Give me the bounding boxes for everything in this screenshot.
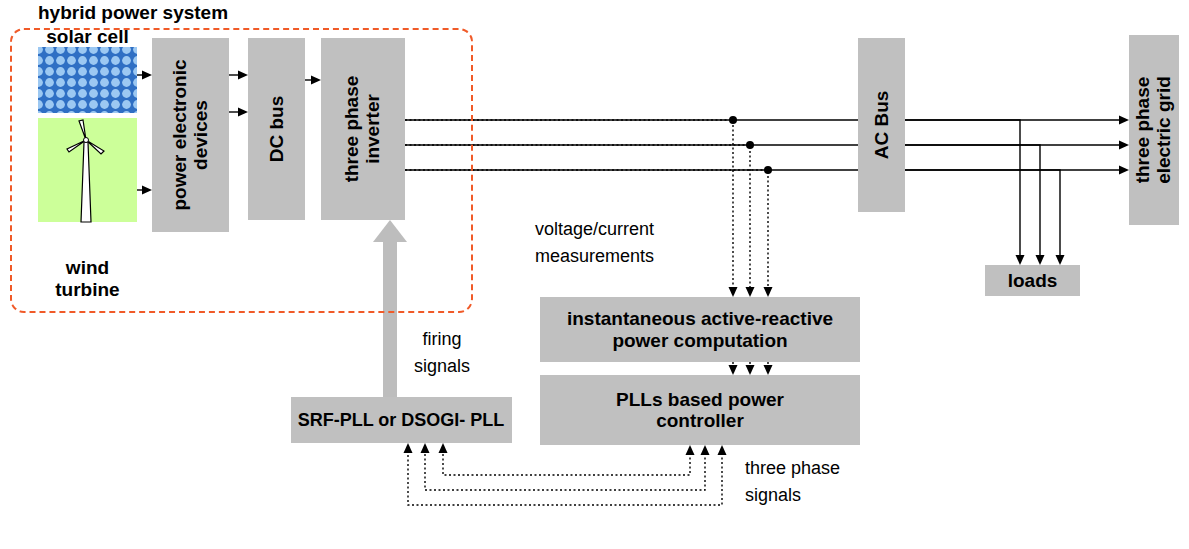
annotation-label: voltage/current measurements [535, 216, 720, 270]
arrow-head [686, 445, 695, 455]
connector [229, 71, 248, 80]
connector [421, 443, 710, 490]
arrow-head [238, 71, 248, 80]
wind-turbine: wind turbine [38, 118, 137, 300]
arrow-head [439, 443, 448, 453]
node-text: AC Bus [871, 44, 892, 206]
connector [373, 220, 407, 397]
connector [405, 170, 773, 297]
arrow-head [1119, 141, 1129, 150]
dc-bus-box: DC bus [248, 38, 305, 220]
grid-box: three phase electric grid [1129, 35, 1179, 225]
solar-panel [38, 47, 137, 113]
arrow-head [1036, 255, 1045, 265]
arrow-head [1056, 255, 1065, 265]
connector [137, 186, 152, 195]
arrow-head [142, 186, 152, 195]
node-text: power electronic devices [170, 44, 212, 226]
node-text: wind turbine [38, 257, 137, 300]
connector-line [405, 170, 768, 289]
connector-line [443, 451, 690, 475]
arrow-head [764, 287, 773, 297]
node-text: hybrid power system [38, 2, 228, 23]
arrow-head [746, 287, 755, 297]
connector [229, 108, 248, 117]
connector [905, 170, 1065, 265]
connector-line [905, 120, 1020, 257]
process-box: instantaneous active-reactive power comp… [540, 297, 860, 362]
connector [905, 145, 1045, 265]
connector [746, 362, 755, 375]
arrow-head [729, 365, 738, 375]
arrow-head [701, 445, 710, 455]
node-text: instantaneous active-reactive power comp… [546, 308, 854, 351]
annotation-label: three phase signals [745, 455, 865, 509]
connector-line [405, 145, 750, 289]
connector-line [425, 451, 705, 490]
group-region: hybrid power systemsolar cellwind turbin… [10, 28, 473, 313]
inverter-box: three phase inverter [321, 38, 405, 220]
ac-bus-box: AC Bus [858, 38, 905, 212]
solar-cell: solar cell [38, 26, 137, 113]
node-text: SRF-PLL or DSOGI- PLL [298, 410, 505, 430]
node-text: three phase electric grid [1133, 41, 1175, 219]
connector-line [383, 240, 397, 397]
arrow-head [1016, 255, 1025, 265]
arrow-head [311, 76, 321, 85]
wind-turbine-picture [38, 118, 137, 222]
connector [405, 120, 738, 297]
connector [729, 362, 738, 375]
connector-line [905, 145, 1040, 257]
converter-box: power electronic devices [152, 38, 229, 232]
connector [405, 145, 755, 297]
connector [439, 443, 695, 475]
connector-line [905, 170, 1060, 257]
connector [305, 76, 321, 85]
connector [905, 120, 1025, 265]
node-text: loads [1008, 270, 1058, 291]
pll-box: SRF-PLL or DSOGI- PLL [291, 397, 512, 443]
arrow-head [142, 71, 152, 80]
arrow-head [718, 445, 727, 455]
connector [404, 443, 727, 505]
arrow-head [1119, 166, 1129, 175]
arrow-head [1119, 116, 1129, 125]
node-text: DC bus [266, 44, 287, 214]
controller-box: PLLs based power controller [540, 375, 860, 445]
node-text: three phase inverter [342, 44, 384, 214]
arrow-head [238, 108, 248, 117]
annotation-label: firing signals [404, 326, 480, 380]
arrow-head [421, 443, 430, 453]
arrow-head [373, 220, 407, 242]
connector [764, 362, 773, 375]
arrow-head [746, 365, 755, 375]
node-text: solar cell [46, 26, 128, 47]
connector-line [408, 451, 722, 505]
arrow-head [729, 287, 738, 297]
connector [137, 71, 152, 80]
node-text: PLLs based power controller [600, 389, 800, 432]
arrow-head [764, 365, 773, 375]
arrow-head [404, 443, 413, 453]
load-box: loads [985, 265, 1080, 296]
